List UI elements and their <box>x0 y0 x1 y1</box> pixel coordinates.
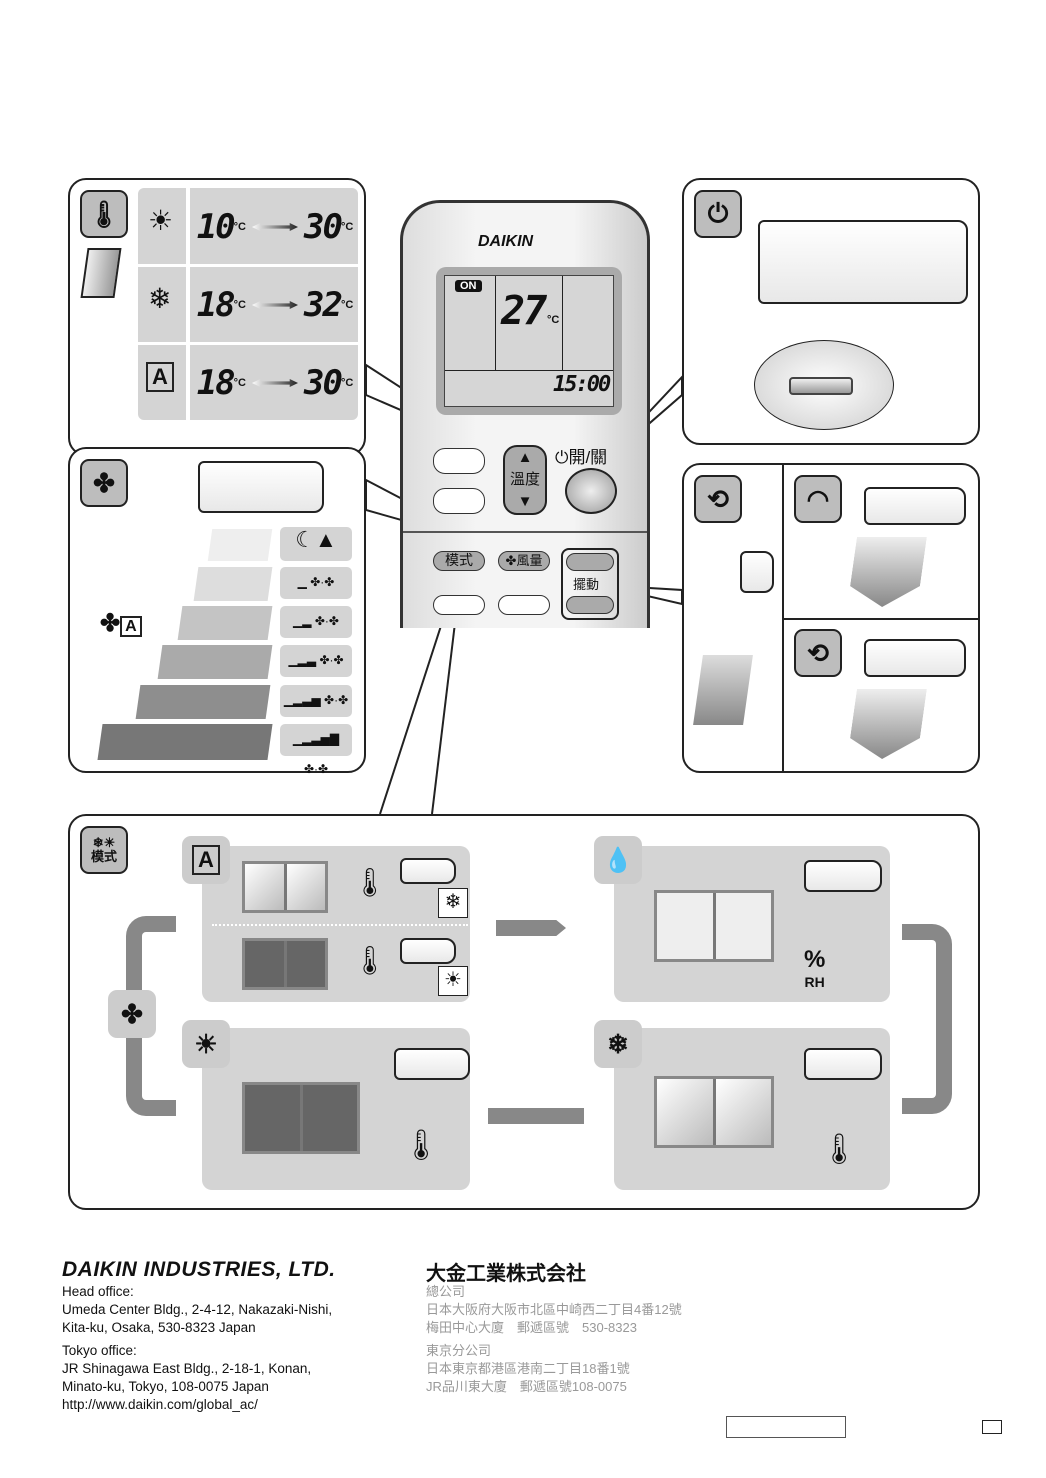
thermometer-card-icon <box>80 248 122 298</box>
daikin-logo: DAIKIN <box>478 233 534 250</box>
tokyo-office-address: Tokyo office: JR Shinagawa East Bldg., 2… <box>62 1343 312 1412</box>
indoor-unit-illustration <box>198 461 324 513</box>
horizontal-swing-button[interactable] <box>566 596 614 614</box>
indicator-lamp-zoom <box>754 340 894 430</box>
lcd-display: ON 27 °C 15:00 <box>436 267 622 415</box>
lcd-clock: 15:00 <box>553 372 611 397</box>
flow-arrow-left <box>488 1108 584 1124</box>
fan-level-3-icon: ▁▂▃ ✤·✤ <box>280 645 352 677</box>
power-panel: ⏻ <box>682 178 980 445</box>
cool-mode-icon: ❄ <box>594 1020 642 1068</box>
snowflake-icon: ❄ <box>148 283 172 314</box>
vertical-swing-button[interactable] <box>566 553 614 571</box>
head-office-address: Head office: Umeda Center Bldg., 2-4-12,… <box>62 1284 333 1335</box>
company-name-cjk: 大金工業株式会社 <box>426 1263 586 1285</box>
swing-group: 擺動 <box>561 548 619 620</box>
temperature-button[interactable]: ▲溫度▼ <box>503 445 547 515</box>
swing-label: 擺動 <box>573 577 600 592</box>
humidity-icon: %RH <box>804 946 826 991</box>
flow-arrow-down <box>902 924 952 1114</box>
indoor-unit-illustration <box>758 220 968 304</box>
fan-level-5-icon: ▁▂▃▅▇ ✤·✤ <box>280 724 352 776</box>
blank-button[interactable] <box>498 595 550 615</box>
lcd-on-indicator: ON <box>455 280 482 292</box>
website-link[interactable]: http://www.daikin.com/global_ac/ <box>62 1397 258 1412</box>
fan-mode-icon: ✤ <box>108 990 156 1038</box>
auto-icon: A <box>146 362 174 392</box>
document-code-box <box>726 1416 846 1438</box>
swing-panel: ⟲ ◠ ⟲ <box>682 463 980 773</box>
cool-icon: ❄ <box>438 888 468 918</box>
horizontal-swing-icon: ◠ <box>794 475 842 523</box>
power-label: ⏻開/關 <box>555 448 608 467</box>
fan-level-2-icon: ▁▂ ✤·✤ <box>280 606 352 638</box>
temperature-down-icon: 🌡 <box>352 867 388 898</box>
head-office-address-cjk: 總公司 日本大阪府大阪市北區中崎西二丁目4番12號 梅田中心大廈 郵遞區號 53… <box>426 1284 682 1335</box>
heat-mode-icon: ☀ <box>182 1020 230 1068</box>
snowy-window-illustration <box>242 938 328 990</box>
company-name-en: DAIKIN INDUSTRIES, LTD. <box>62 1258 336 1281</box>
rainy-window-illustration <box>654 890 774 962</box>
auto-mode-box: 🌡 🌡 ❄ ☀ <box>202 846 470 1002</box>
blank-button[interactable] <box>433 595 485 615</box>
lcd-unit: °C <box>547 314 560 326</box>
power-icon: ⏻ <box>694 190 742 238</box>
blank-button[interactable] <box>433 488 485 514</box>
mode-icon: ❄☀模式 <box>80 826 128 874</box>
temperature-up-icon: 🌡 <box>352 945 388 976</box>
fan-speed-button[interactable]: ✤風量 <box>498 551 550 571</box>
thermometer-icon: 🌡 <box>80 190 128 238</box>
auto-fan-icon: ✤A <box>100 609 142 638</box>
auto-mode-icon: A <box>182 836 230 884</box>
lcd-temperature: 27 <box>501 288 547 334</box>
flow-arrow-right <box>496 920 566 936</box>
mode-button[interactable]: 模式 <box>433 551 485 571</box>
temperature-up-icon: 🌡 <box>402 1129 441 1162</box>
cool-mode-box: 🌡 <box>614 1028 890 1190</box>
fan-level-4-icon: ▁▂▃▅ ✤·✤ <box>280 685 352 717</box>
page-marker-box <box>982 1420 1002 1434</box>
heat-mode-box: 🌡 <box>202 1028 470 1190</box>
sunny-window-illustration <box>242 861 328 913</box>
quiet-mode-icon: ☾▲ <box>280 527 352 561</box>
3d-swing-icon: ⟲ <box>794 629 842 677</box>
power-button[interactable] <box>565 468 617 514</box>
tokyo-office-address-cjk: 東京分公司 日本東京都港區港南二丁目18番1號 JR品川東大廈 郵遞區號108-… <box>426 1343 630 1394</box>
indoor-unit-side-view <box>740 551 774 593</box>
heat-icon: ☀ <box>438 966 468 996</box>
vertical-swing-icon: ⟲ <box>694 475 742 523</box>
dry-mode-icon: 💧 <box>594 836 642 884</box>
fan-level-1-icon: ▁ ✤·✤ <box>280 567 352 599</box>
fan-speed-panel: ✤ ✤A ☾▲ ▁ ✤·✤ ▁▂ ✤·✤ ▁▂▃ ✤·✤ ▁▂▃▅ ✤·✤ ▁▂… <box>68 447 366 776</box>
blank-button[interactable] <box>433 448 485 474</box>
sunny-window-illustration <box>654 1076 774 1148</box>
temperature-down-icon: 🌡 <box>820 1133 859 1166</box>
fan-icon: ✤ <box>80 459 128 507</box>
dry-mode-box: %RH <box>614 846 890 1002</box>
indoor-unit-illustration <box>864 639 966 677</box>
remote-control: DAIKIN ON 27 °C 15:00 ▲溫度▼ ⏻開/關 模式 ✤風量 擺… <box>400 200 650 628</box>
operation-mode-panel: ❄☀模式 🌡 🌡 ❄ ☀ A %RH 💧 🌡 ☀ 🌡 ❄ ✤ <box>68 814 980 1210</box>
sun-icon: ☀ <box>148 205 174 236</box>
indoor-unit-illustration <box>864 487 966 525</box>
snowy-window-illustration <box>242 1082 360 1154</box>
